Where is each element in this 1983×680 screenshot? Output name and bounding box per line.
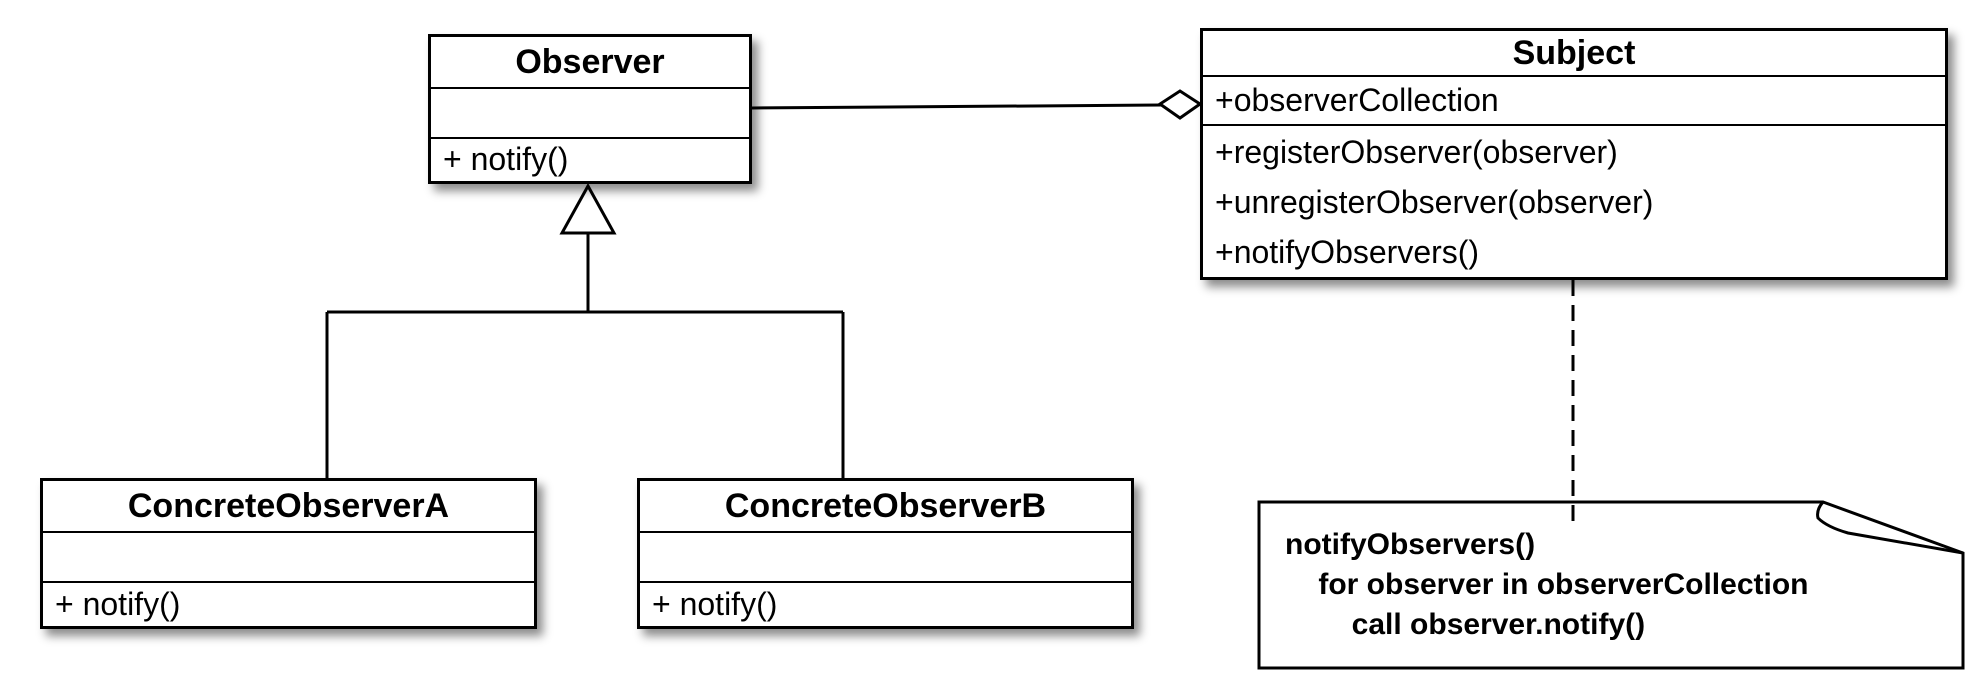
attributes-compartment [431,87,749,137]
generalization-triangle [559,182,617,235]
concrete-observer-a-class[interactable]: ConcreteObserverA + notify() [40,478,537,629]
subject-class[interactable]: Subject +observerCollection +registerObs… [1200,28,1948,280]
attribute-observer-collection: +observerCollection [1203,75,1945,124]
aggregation-diamond [1157,89,1203,120]
method-unregister-observer: +unregisterObserver(observer) [1215,184,1654,220]
concrete-observer-b-class[interactable]: ConcreteObserverB + notify() [637,478,1134,629]
aggregation-line [751,103,1163,110]
class-name: Observer [515,42,665,81]
method-notify-observers: +notifyObservers() [1215,234,1480,270]
note-line-3: call observer.notify() [1285,608,1646,641]
method-register-observer: +registerObserver(observer) [1215,134,1618,170]
attributes-compartment [640,531,1131,581]
observer-class[interactable]: Observer + notify() [428,34,752,184]
class-name: ConcreteObserverB [724,486,1047,525]
note-line-1: notifyObservers() [1285,528,1536,561]
note-line-2: for observer in observerCollection [1285,568,1809,601]
attributes-compartment [43,531,534,581]
class-name: ConcreteObserverA [127,486,450,525]
method-notify: + notify() [640,581,1131,626]
method-notify: + notify() [43,581,534,626]
class-name: Subject [1512,33,1636,72]
method-notify: + notify() [431,137,749,181]
note-folded-corner [1816,501,1964,555]
methods-compartment: +registerObserver(observer) +unregisterO… [1203,124,1945,277]
note-box [1257,500,1965,670]
